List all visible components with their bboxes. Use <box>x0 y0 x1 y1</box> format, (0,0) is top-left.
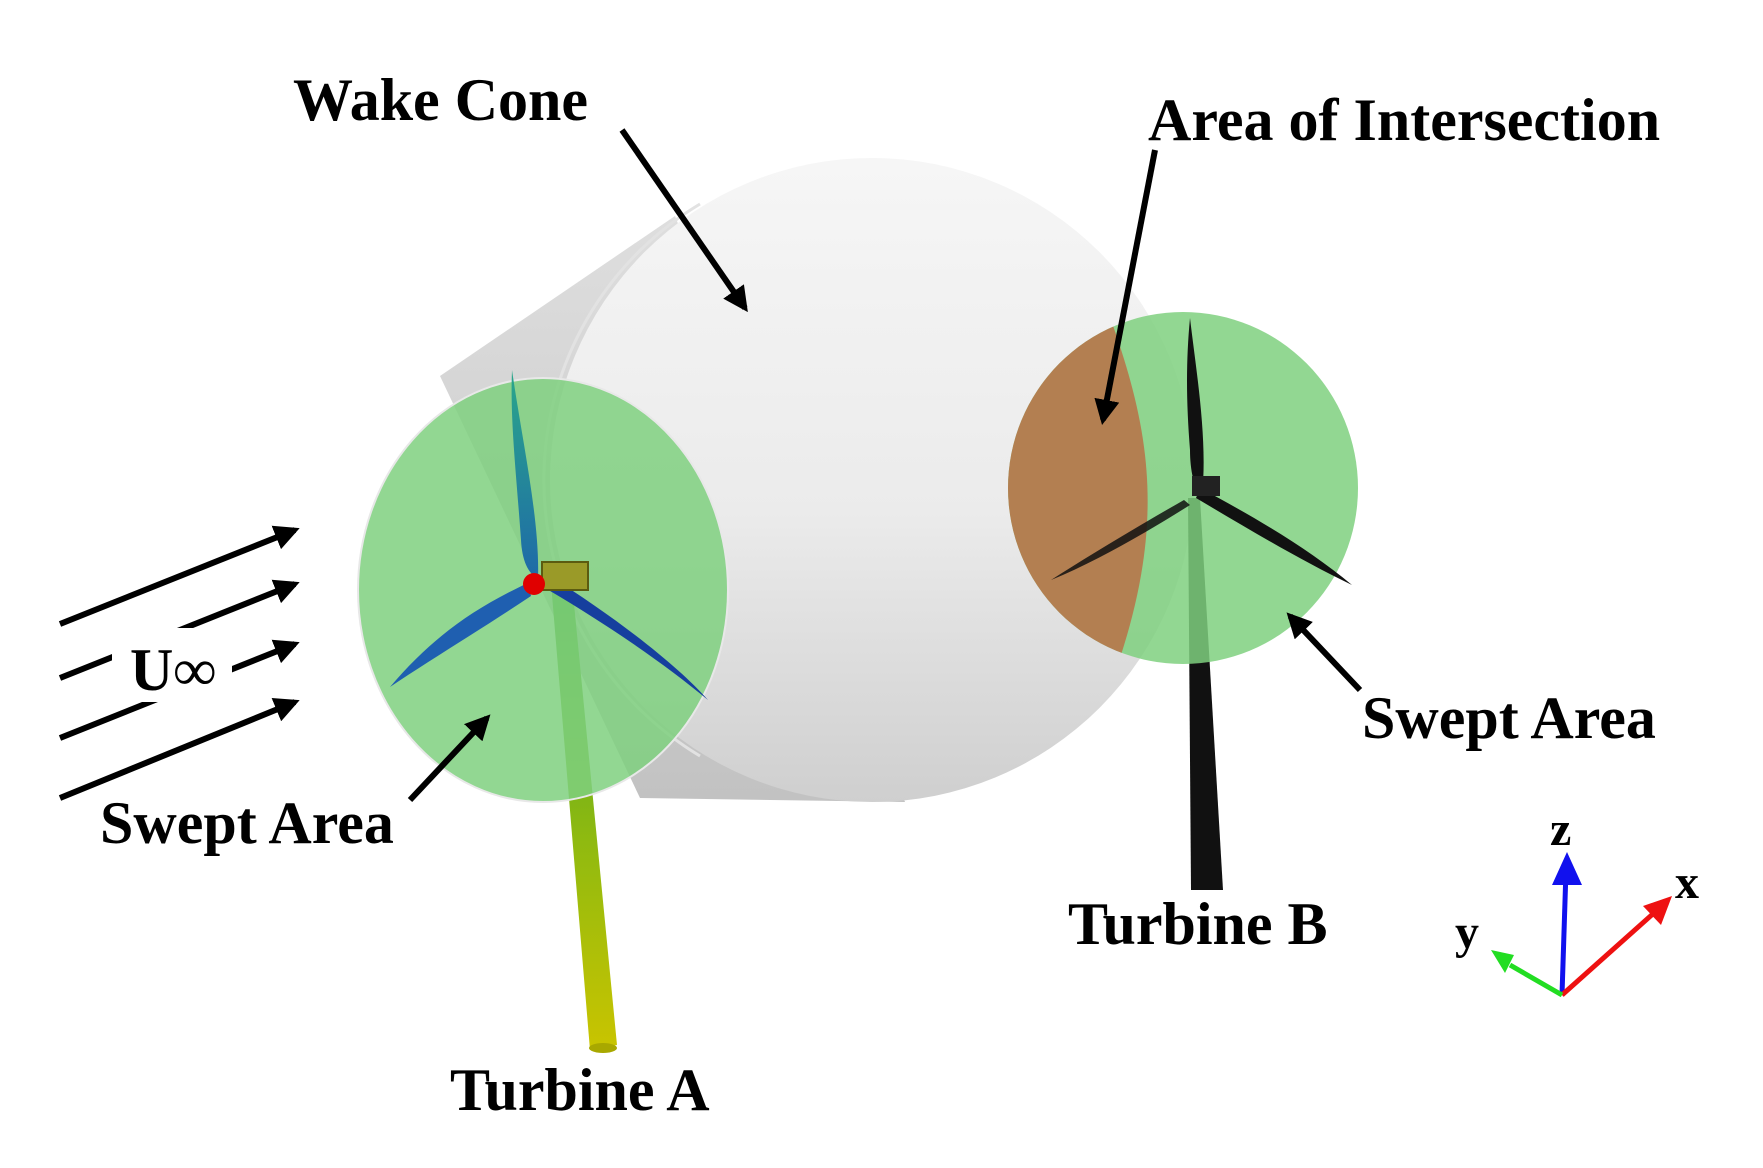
swept-area-b-label: Swept Area <box>1362 685 1656 751</box>
swept-area-a-label: Swept Area <box>100 790 394 856</box>
turbine-a-tower-base <box>589 1043 617 1053</box>
wake-cone-label: Wake Cone <box>293 67 588 133</box>
turbine-a-blade-left <box>390 583 531 687</box>
z-axis-head <box>1552 852 1582 885</box>
axes-triad: z x y <box>1455 803 1699 998</box>
turbine-a-hub <box>523 573 545 595</box>
y-axis-head <box>1491 950 1514 973</box>
turbine-b-rotor <box>1051 318 1352 585</box>
turbine-a-rotor <box>390 370 708 700</box>
x-axis-label: x <box>1675 856 1699 909</box>
freestream-label: U∞ <box>130 637 216 703</box>
turbine-b-blade-left <box>1051 500 1190 580</box>
freestream-arrows <box>58 525 300 801</box>
freestream-arrow <box>58 525 300 627</box>
area-of-intersection-label: Area of Intersection <box>1148 87 1660 153</box>
x-axis-head <box>1643 896 1672 925</box>
turbine-b-nacelle <box>1192 476 1220 496</box>
z-axis <box>1559 869 1569 996</box>
pointer-arrows <box>407 128 1363 803</box>
x-axis <box>1560 910 1657 997</box>
turbine-b-label: Turbine B <box>1068 891 1328 957</box>
y-axis <box>1508 962 1564 998</box>
turbine-a-blade-up <box>511 370 539 578</box>
turbine-a-nacelle <box>541 561 589 591</box>
intersection-pointer <box>1094 149 1158 425</box>
turbine-b-blade-up <box>1187 318 1204 495</box>
turbine-b-blade-right <box>1196 488 1352 585</box>
turbine-a-label: Turbine A <box>450 1057 710 1123</box>
swept-area-a-pointer <box>407 714 491 803</box>
z-axis-label: z <box>1550 803 1571 856</box>
wake-cone-pointer <box>619 128 748 313</box>
y-axis-label: y <box>1455 906 1479 959</box>
freestream-arrow <box>58 697 300 801</box>
turbine-a-blade-right <box>540 575 708 700</box>
swept-area-b-pointer <box>1286 612 1363 693</box>
